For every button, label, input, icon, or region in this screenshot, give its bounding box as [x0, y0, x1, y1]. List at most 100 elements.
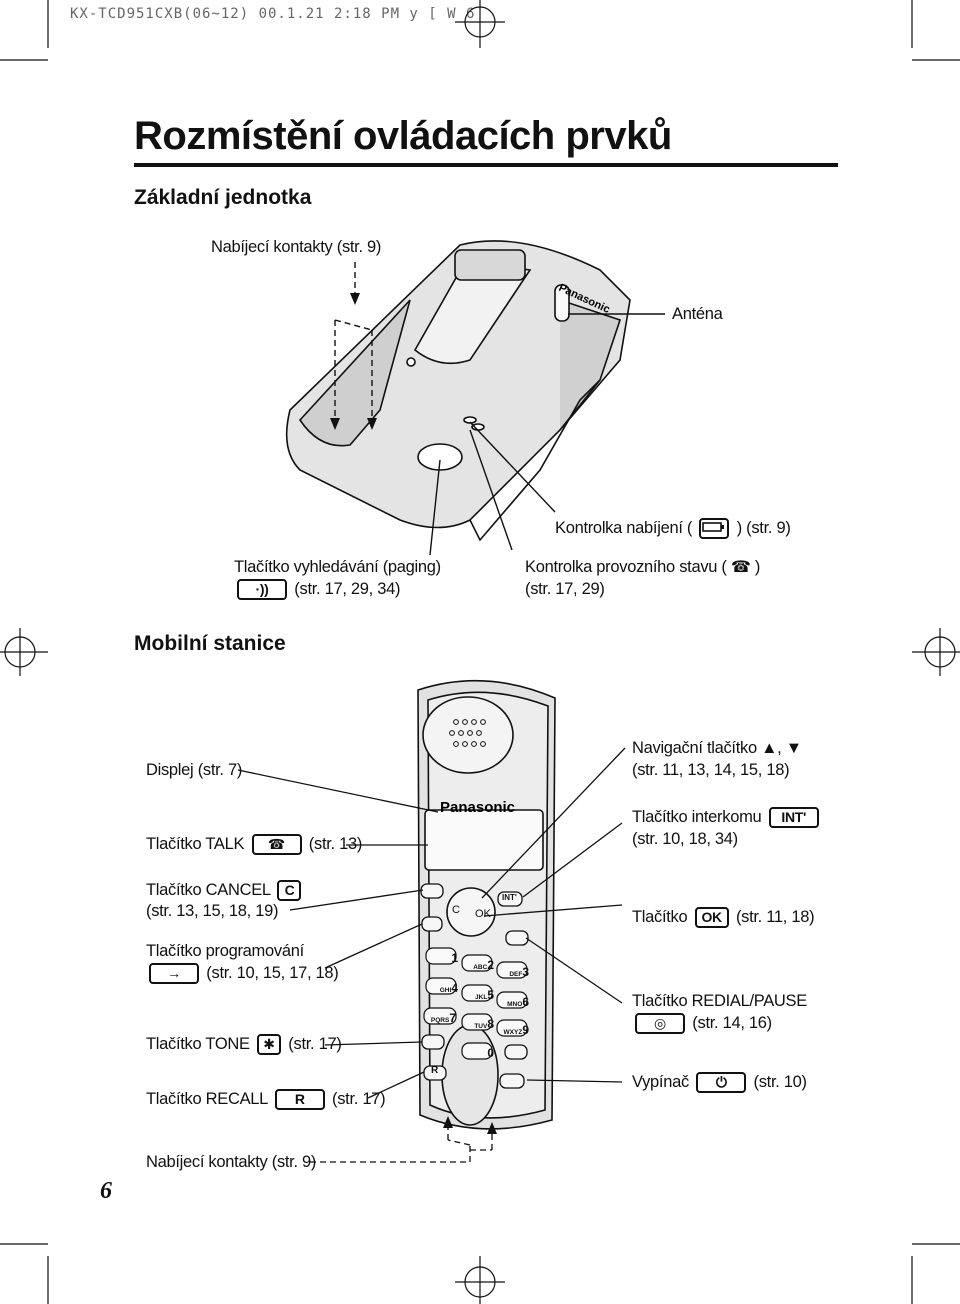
handset-side-keys	[420, 883, 529, 1089]
label-program-line1: Tlačítko programování	[146, 942, 304, 960]
label-cancel-line1: Tlačítko CANCEL C	[146, 879, 304, 902]
keypad-key-0: 0	[464, 1044, 494, 1062]
ok-key-icon: OK	[694, 907, 729, 929]
label-talk: Tlačítko TALK ☎ (str. 13)	[146, 833, 363, 856]
charge-indicator-text-a: Kontrolka nabíjení (	[555, 519, 693, 537]
base-unit-drawing	[285, 240, 631, 542]
label-nav-line1: Navigační tlačítko ▲, ▼	[632, 739, 802, 757]
paging-pages: (str. 17, 29, 34)	[294, 580, 401, 598]
talk-pages: (str. 13)	[308, 835, 363, 853]
label-program-line2: → (str. 10, 15, 17, 18)	[146, 962, 339, 985]
keypad-letters: TUV	[474, 1023, 488, 1030]
power-key-icon: ⏻	[696, 1072, 747, 1094]
int-key-label: INT'	[502, 893, 517, 902]
label-power: Vypínač ⏻ (str. 10)	[632, 1071, 808, 1094]
intercom-key-icon: INT'	[768, 807, 819, 829]
power-text: Vypínač	[632, 1073, 689, 1091]
keypad-digit: 5	[487, 988, 494, 1002]
handset-heading: Mobilní stanice	[134, 632, 286, 655]
inuse-text-a: Kontrolka provozního stavu (	[525, 558, 727, 576]
keypad-letters: JKL	[475, 994, 488, 1001]
keypad-letters: PQRS	[430, 1017, 450, 1024]
keypad-key-2: ABC2	[464, 956, 494, 974]
keypad-digit: 1	[451, 951, 458, 965]
label-ok: Tlačítko OK (str. 11, 18)	[632, 906, 815, 929]
nav-c-label: C	[452, 904, 460, 916]
paging-key-icon: ·))	[237, 579, 287, 601]
program-pages: (str. 10, 15, 17, 18)	[206, 964, 339, 982]
keypad-digit: 9	[522, 1023, 529, 1037]
print-meta-line: KX-TCD951CXB(06~12) 00.1.21 2:18 PM y [ …	[70, 6, 476, 22]
program-key-icon: →	[149, 963, 199, 985]
base-leader-lines	[334, 262, 665, 556]
keypad-key-1: 1	[428, 949, 458, 967]
inuse-text-b: )	[754, 558, 761, 576]
keypad-key-9: WXYZ9	[499, 1021, 529, 1039]
label-paging-line2: ·)) (str. 17, 29, 34)	[234, 578, 401, 601]
tone-key-icon: ✱	[257, 1034, 281, 1056]
label-tone: Tlačítko TONE ✱ (str. 17)	[146, 1033, 342, 1056]
keypad-digit: 4	[451, 981, 458, 995]
keypad-letters: DEF	[509, 971, 523, 978]
label-redial-line2: ◎ (str. 14, 16)	[632, 1012, 772, 1035]
handset-speaker-holes	[449, 719, 486, 747]
keypad-digit: 7	[449, 1011, 456, 1025]
cancel-text: Tlačítko CANCEL	[146, 881, 271, 899]
recall-key-label: R	[431, 1065, 439, 1076]
keypad-letters: MNO	[507, 1001, 523, 1008]
base-arrowheads	[330, 293, 377, 430]
keypad-key-7: PQRS7	[426, 1009, 456, 1027]
tone-pages: (str. 17)	[288, 1035, 342, 1053]
title-rule	[134, 163, 838, 167]
handset-arrowheads	[443, 1116, 497, 1134]
charge-indicator-text-b: ) (str. 9)	[736, 519, 791, 537]
ok-text: Tlačítko	[632, 908, 688, 926]
recall-key-icon: R	[274, 1089, 325, 1111]
registration-mark-top	[455, 0, 505, 48]
label-antenna: Anténa	[672, 305, 723, 323]
keypad-key-4: GHI4	[428, 979, 458, 997]
keypad-letters: ABC	[473, 964, 488, 971]
label-cancel-line2: (str. 13, 15, 18, 19)	[146, 902, 279, 920]
label-inuse-line2: (str. 17, 29)	[525, 580, 605, 598]
keypad-digit: 6	[522, 995, 529, 1009]
label-recall: Tlačítko RECALL R (str. 17)	[146, 1088, 386, 1111]
keypad-digit: 3	[522, 965, 529, 979]
recall-text: Tlačítko RECALL	[146, 1090, 268, 1108]
talk-text: Tlačítko TALK	[146, 835, 245, 853]
handset-brand: Panasonic	[440, 799, 515, 816]
tone-text: Tlačítko TONE	[146, 1035, 250, 1053]
keypad-key-8: TUV8	[464, 1015, 494, 1033]
label-redial-line1: Tlačítko REDIAL/PAUSE	[632, 992, 807, 1010]
registration-mark-left	[0, 628, 48, 676]
label-base-charge-contacts: Nabíjecí kontakty (str. 9)	[211, 238, 382, 256]
battery-icon	[699, 518, 730, 540]
redial-pages: (str. 14, 16)	[692, 1014, 772, 1032]
label-paging-line1: Tlačítko vyhledávání (paging)	[234, 558, 441, 576]
registration-mark-bottom	[455, 1256, 505, 1304]
keypad-letters: WXYZ	[503, 1029, 523, 1036]
label-intercom-line2: (str. 10, 18, 34)	[632, 830, 738, 848]
keypad-digit: 2	[487, 958, 494, 972]
power-pages: (str. 10)	[753, 1073, 808, 1091]
registration-mark-right	[912, 628, 960, 676]
keypad-digit: 8	[487, 1017, 494, 1031]
redial-key-icon: ◎	[635, 1013, 685, 1035]
handset-keypad	[423, 947, 528, 1060]
keypad-key-6: MNO6	[499, 993, 529, 1011]
keypad-letters: GHI	[439, 987, 452, 994]
ok-pages: (str. 11, 18)	[735, 908, 815, 926]
base-unit-heading: Základní jednotka	[134, 186, 312, 209]
cancel-key-icon: C	[277, 880, 302, 902]
label-display: Displej (str. 7)	[146, 761, 243, 779]
talk-key-icon: ☎	[251, 834, 302, 856]
recall-pages: (str. 17)	[332, 1090, 386, 1108]
label-charge-indicator: Kontrolka nabíjení ( ) (str. 9)	[555, 517, 791, 540]
keypad-digit: 0	[487, 1046, 494, 1060]
label-intercom-line1: Tlačítko interkomu INT'	[632, 806, 822, 829]
page-title: Rozmístění ovládacích prvků	[134, 114, 672, 158]
page-number: 6	[100, 1178, 112, 1204]
handset-leader-lines	[237, 747, 626, 1163]
nav-ok-label: OK	[475, 908, 491, 920]
